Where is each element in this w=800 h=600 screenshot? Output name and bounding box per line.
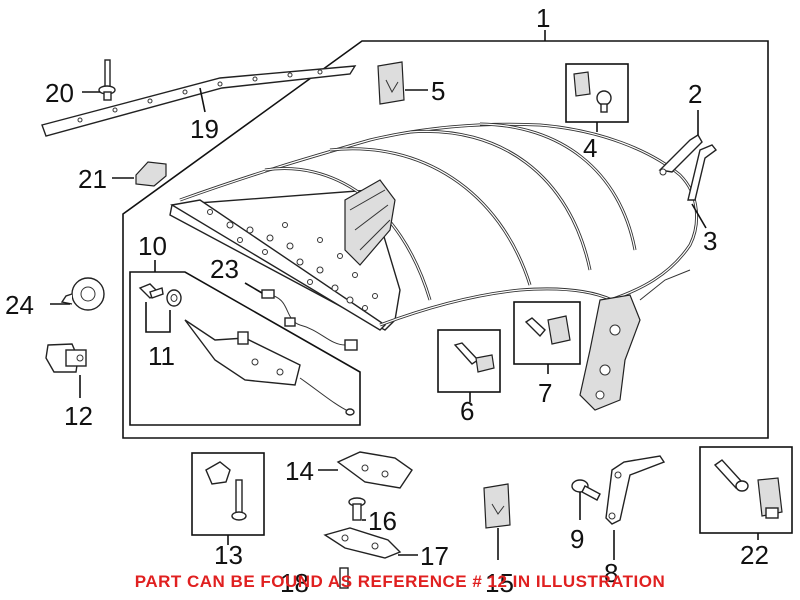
callout-1: 1 (536, 3, 550, 33)
panel-holes (207, 209, 378, 311)
callout-18: 18 (280, 568, 309, 598)
part-7-bolt-and-pad (524, 315, 571, 345)
callout-16: 16 (368, 506, 397, 536)
part-10-bolt (138, 283, 164, 299)
part-8-bracket (605, 455, 666, 525)
leader-3 (691, 203, 707, 229)
inner-box-outline (129, 271, 361, 426)
part-23-wiring-harness (261, 289, 358, 351)
part-3-rod (687, 144, 718, 201)
part-19-trim-strip (41, 65, 357, 137)
part-13-box (191, 452, 265, 536)
part-17-plate (323, 527, 402, 559)
callout-24: 24 (5, 290, 34, 320)
part-6-box (437, 329, 501, 393)
leader-11 (145, 302, 171, 333)
part-21-clip (135, 161, 167, 187)
callout-3: 3 (703, 226, 717, 256)
callout-21: 21 (78, 164, 107, 194)
part-12-connector (45, 343, 87, 373)
part-24-tape-roll (60, 277, 105, 311)
callout-12: 12 (64, 401, 93, 431)
callout-10: 10 (138, 231, 167, 261)
leader-23 (244, 282, 263, 294)
callout-23: 23 (210, 254, 239, 284)
callout-15: 15 (485, 568, 514, 598)
callout-8: 8 (604, 558, 618, 588)
callout-4: 4 (583, 133, 597, 163)
part-18-bolt (339, 567, 349, 589)
part-2-link-arm (658, 134, 703, 176)
part-1-outline (122, 40, 769, 439)
latch-assembly (184, 319, 355, 416)
callout-7: 7 (538, 378, 552, 408)
callout-9: 9 (570, 524, 584, 554)
part-20-rivet (98, 59, 116, 101)
part-22-box (699, 446, 793, 534)
callout-5: 5 (431, 76, 445, 106)
part-13-clip-and-bolt (205, 461, 247, 521)
callout-2: 2 (688, 79, 702, 109)
convertible-top-frame (169, 122, 699, 411)
part-5-label-card (377, 61, 405, 105)
callout-14: 14 (285, 456, 314, 486)
callout-19: 19 (190, 114, 219, 144)
callout-6: 6 (460, 396, 474, 426)
part-15-label-card (483, 483, 511, 529)
callout-22: 22 (740, 540, 769, 570)
part-4-clip-and-rivet (573, 71, 612, 113)
callout-20: 20 (45, 78, 74, 108)
callout-13: 13 (214, 540, 243, 570)
part-7-box (513, 301, 581, 365)
part-6-bolt-and-clip (453, 342, 495, 373)
part-22-rivet-and-nut (713, 459, 783, 519)
reference-note: PART CAN BE FOUND AS REFERENCE # 12 IN I… (134, 572, 666, 591)
callout-11: 11 (148, 341, 175, 371)
part-9-bolt (571, 479, 601, 501)
part-11-washer (166, 289, 182, 307)
callout-17: 17 (420, 541, 449, 571)
leader-19 (199, 87, 206, 113)
part-14-hinge-bracket (336, 451, 413, 489)
part-16-bolt (348, 497, 366, 521)
